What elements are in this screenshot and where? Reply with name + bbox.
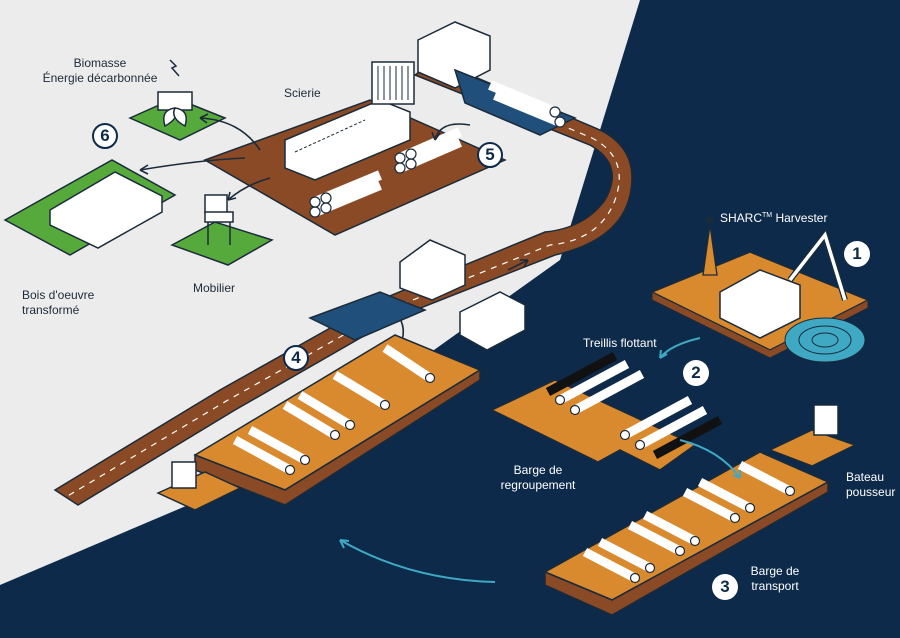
sawmill-machine-lines (377, 66, 409, 100)
pusher-boat-cabin (813, 404, 839, 436)
pusher-boat-label-line2: pousseur (846, 485, 896, 499)
pusher-boat-label-line1: Bateau (846, 470, 885, 484)
step-badge-5: 5 (477, 142, 503, 168)
transport-barge-label-line1: Barge de (750, 564, 800, 578)
pusher-boat-label: Bateau pousseur (846, 470, 895, 500)
log-loader (459, 291, 526, 351)
antenna-tower (702, 216, 718, 276)
top-truck-logs (488, 80, 566, 128)
water-flow-arrows (339, 337, 741, 583)
harvester-label-suffix: Harvester (772, 211, 828, 225)
harvester-machine (719, 269, 801, 339)
furniture-platform (170, 221, 274, 266)
floating-boom-logs (545, 352, 723, 459)
floating-boom-label: Treillis flottant (583, 336, 657, 350)
sawmill-log-pile-b (394, 127, 462, 174)
left-pusher-cabin (171, 461, 197, 489)
processed-wood-label: Bois d'oeuvre transformé (22, 288, 94, 318)
sawmill-machine (371, 61, 415, 105)
biomass-label: Biomasse Énergie décarbonnée (40, 56, 160, 86)
top-truck-cab (417, 21, 491, 89)
furniture-label: Mobilier (193, 281, 236, 295)
processed-wood-label-line1: Bois d'oeuvre (22, 288, 95, 302)
biomass-label-line1: Biomasse (73, 56, 127, 70)
harvester-label-tm: TM (762, 212, 773, 219)
step-badge-1: 1 (844, 241, 870, 267)
biomass-label-line2: Énergie décarbonnée (42, 71, 158, 85)
transport-barge-label: Barge de transport (740, 564, 810, 594)
pusher-boat (768, 429, 857, 467)
road (53, 59, 633, 506)
step-badge-4: 4 (283, 345, 309, 371)
mid-truck-cab (399, 239, 466, 301)
step-badge-6: 6 (92, 123, 118, 149)
harvester-label-name: SHARC (720, 211, 763, 225)
sawmill-log-pile-a (309, 170, 382, 218)
sawmill-platform (203, 99, 507, 236)
harvester-label: SHARCTM Harvester (720, 208, 827, 226)
step-badge-3: 3 (712, 574, 738, 600)
left-barge-logs (232, 344, 436, 476)
step-badge-2: 2 (683, 360, 709, 386)
chair-icon (204, 194, 234, 245)
transport-barge-logs (582, 461, 796, 584)
processed-wood-label-line2: transformé (22, 303, 80, 317)
grouping-barge-label: Barge de regroupement (488, 463, 588, 493)
grouping-barge-label-line1: Barge de (513, 463, 563, 477)
transport-barge-hull (544, 480, 829, 616)
grouping-barge-label-line2: regroupement (500, 478, 576, 492)
sawmill-label: Scierie (284, 86, 321, 100)
lumber-stack (49, 171, 163, 249)
mid-truck-trailer (308, 291, 427, 341)
harvest-ripple (784, 317, 866, 363)
transport-barge-label-line2: transport (751, 579, 799, 593)
biomass-plant-icon (157, 59, 193, 128)
